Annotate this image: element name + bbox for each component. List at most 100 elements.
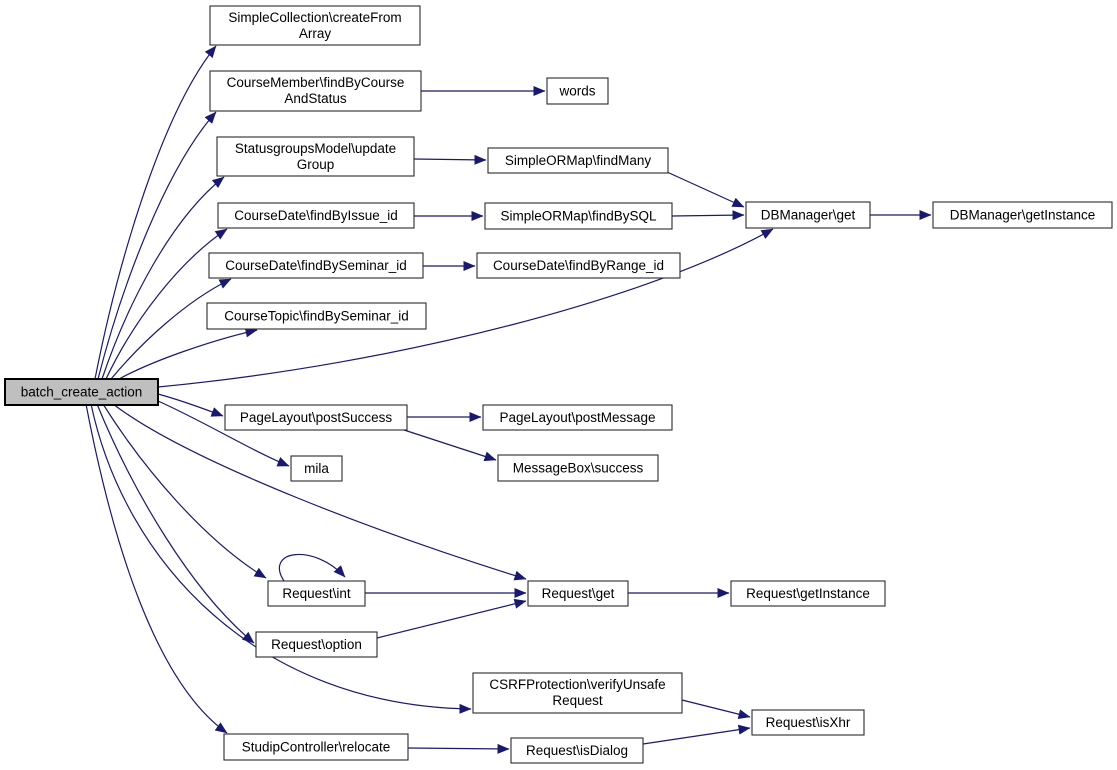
- node-label-request-option: Request\option: [271, 637, 362, 652]
- edge-statusgroups-model-update-group-to-simple-ormap-find-many: [413, 154, 487, 165]
- node-label-request-is-xhr: Request\isXhr: [766, 715, 851, 730]
- node-label-line: Request\isXhr: [766, 715, 851, 730]
- node-label-batch-create-action: batch_create_action: [21, 385, 143, 400]
- edge-batch-create-action-to-course-date-find-by-issue-id: [105, 228, 228, 380]
- node-label-line: CourseDate\findByRange_id: [493, 258, 664, 273]
- node-page-layout-post-message[interactable]: PageLayout\postMessage: [482, 404, 673, 431]
- node-box-simple-ormap-find-many[interactable]: [487, 147, 669, 174]
- node-label-line: SimpleORMap\findMany: [505, 153, 652, 168]
- node-box-batch-create-action: [4, 378, 159, 406]
- node-label-line: words: [558, 84, 595, 99]
- edge-request-option-to-request-get: [376, 598, 527, 639]
- node-box-request-get-instance[interactable]: [730, 580, 886, 607]
- node-box-db-manager-get-instance[interactable]: [932, 201, 1113, 229]
- node-simple-ormap-find-by-sql[interactable]: SimpleORMap\findBySQL: [484, 202, 673, 230]
- node-box-simple-collection-create-from-array[interactable]: [209, 5, 421, 46]
- edge-batch-create-action-to-mila: [157, 400, 290, 467]
- edge-batch-create-action-to-simple-collection-create-from-array: [94, 45, 217, 380]
- node-label-course-topic-find-by-seminar-id: CourseTopic\findBySeminar_id: [224, 309, 409, 324]
- node-box-request-option[interactable]: [255, 631, 378, 658]
- node-request-get-instance[interactable]: Request\getInstance: [730, 580, 886, 607]
- edge-batch-create-action-to-course-topic-find-by-seminar-id: [118, 327, 258, 380]
- node-label-course-date-find-by-issue-id: CourseDate\findByIssue_id: [234, 208, 398, 223]
- node-label-line: CourseTopic\findBySeminar_id: [224, 309, 409, 324]
- node-box-page-layout-post-success[interactable]: [224, 404, 408, 431]
- node-box-words[interactable]: [546, 77, 609, 105]
- node-label-line: SimpleCollection\createFrom: [228, 10, 401, 25]
- node-box-request-is-xhr[interactable]: [751, 709, 865, 736]
- node-box-page-layout-post-message[interactable]: [482, 404, 673, 431]
- node-request-option[interactable]: Request\option: [255, 631, 378, 658]
- node-box-csrf-protection-verify-unsafe-request[interactable]: [472, 672, 683, 714]
- node-box-request-int[interactable]: [267, 580, 366, 607]
- node-label-request-get-instance: Request\getInstance: [746, 586, 870, 601]
- node-label-line: StudipController\relocate: [242, 740, 391, 755]
- node-label-db-manager-get: DBManager\get: [761, 208, 856, 223]
- node-label-course-date-find-by-range-id: CourseDate\findByRange_id: [493, 258, 664, 273]
- edge-batch-create-action-to-request-option: [96, 403, 255, 644]
- node-label-request-int: Request\int: [282, 586, 351, 601]
- edge-batch-create-action-to-db-manager-get: [157, 228, 774, 388]
- edge-batch-create-action-to-course-member-find-by-course-and-status: [97, 111, 217, 380]
- node-box-course-topic-find-by-seminar-id[interactable]: [206, 302, 427, 330]
- node-box-studip-controller-relocate[interactable]: [223, 733, 409, 761]
- node-label-line: CourseDate\findByIssue_id: [234, 208, 398, 223]
- node-label-page-layout-post-message: PageLayout\postMessage: [499, 410, 655, 425]
- node-request-get[interactable]: Request\get: [527, 580, 629, 607]
- node-box-message-box-success[interactable]: [497, 454, 659, 482]
- node-studip-controller-relocate[interactable]: StudipController\relocate: [223, 733, 409, 761]
- node-mila[interactable]: mila: [290, 455, 343, 482]
- node-simple-ormap-find-many[interactable]: SimpleORMap\findMany: [487, 147, 669, 174]
- node-request-is-xhr[interactable]: Request\isXhr: [751, 709, 865, 736]
- node-course-topic-find-by-seminar-id[interactable]: CourseTopic\findBySeminar_id: [206, 302, 427, 330]
- node-request-int[interactable]: Request\int: [267, 580, 366, 607]
- edges-layer: [85, 45, 932, 754]
- node-label-message-box-success: MessageBox\success: [513, 461, 644, 476]
- node-label-mila: mila: [304, 461, 329, 476]
- edge-batch-create-action-to-csrf-protection-verify-unsafe-request: [90, 403, 472, 714]
- node-box-db-manager-get[interactable]: [745, 201, 871, 229]
- node-label-line: Group: [297, 157, 335, 172]
- node-course-date-find-by-issue-id[interactable]: CourseDate\findByIssue_id: [217, 202, 415, 229]
- node-box-request-is-dialog[interactable]: [510, 737, 644, 764]
- node-db-manager-get-instance[interactable]: DBManager\getInstance: [932, 201, 1113, 229]
- node-page-layout-post-success[interactable]: PageLayout\postSuccess: [224, 404, 408, 431]
- node-box-course-date-find-by-issue-id[interactable]: [217, 202, 415, 229]
- node-label-line: Request: [552, 693, 603, 708]
- node-db-manager-get[interactable]: DBManager\get: [745, 201, 871, 229]
- node-label-line: StatusgroupsModel\update: [235, 141, 396, 156]
- node-box-statusgroups-model-update-group[interactable]: [216, 136, 415, 177]
- node-course-date-find-by-seminar-id[interactable]: CourseDate\findBySeminar_id: [208, 252, 424, 279]
- node-label-request-get: Request\get: [542, 586, 615, 601]
- node-box-course-date-find-by-range-id[interactable]: [476, 252, 681, 279]
- node-label-words: words: [558, 84, 595, 99]
- edge-batch-create-action-to-page-layout-post-success: [157, 393, 224, 417]
- edge-csrf-protection-verify-unsafe-request-to-request-is-xhr: [681, 699, 751, 720]
- node-label-line: Request\getInstance: [746, 586, 870, 601]
- node-message-box-success[interactable]: MessageBox\success: [497, 454, 659, 482]
- node-box-mila[interactable]: [290, 455, 343, 482]
- edge-batch-create-action-to-statusgroups-model-update-group: [101, 176, 225, 380]
- node-label-line: CSRFProtection\verifyUnsafe: [489, 677, 665, 692]
- node-label-request-is-dialog: Request\isDialog: [526, 743, 628, 758]
- node-label-line: PageLayout\postMessage: [499, 410, 655, 425]
- edge-request-is-dialog-to-request-is-xhr: [642, 724, 751, 745]
- node-box-simple-ormap-find-by-sql[interactable]: [484, 202, 673, 230]
- node-box-course-member-find-by-course-and-status[interactable]: [209, 70, 422, 112]
- node-request-is-dialog[interactable]: Request\isDialog: [510, 737, 644, 764]
- node-words[interactable]: words: [546, 77, 609, 105]
- node-box-request-get[interactable]: [527, 580, 629, 607]
- node-box-course-date-find-by-seminar-id[interactable]: [208, 252, 424, 279]
- edge-batch-create-action-to-studip-controller-relocate: [85, 403, 228, 734]
- node-label-line: Request\get: [542, 586, 615, 601]
- node-course-date-find-by-range-id[interactable]: CourseDate\findByRange_id: [476, 252, 681, 279]
- node-label-line: batch_create_action: [21, 385, 143, 400]
